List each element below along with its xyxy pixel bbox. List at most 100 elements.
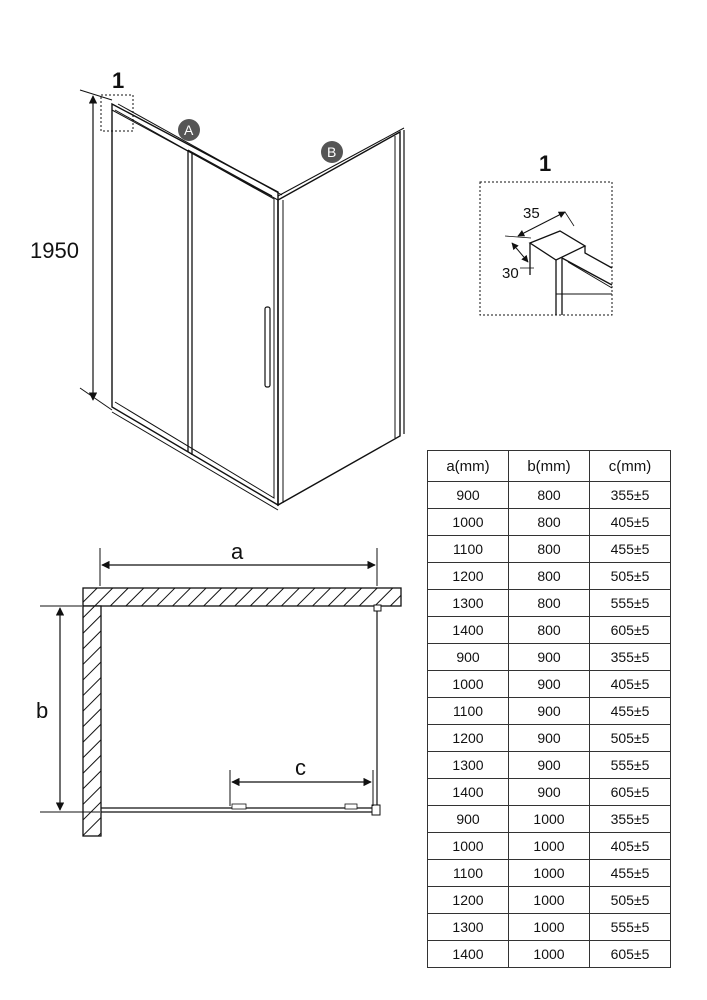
table-cell: 605±5	[589, 940, 671, 968]
table-cell: 455±5	[589, 535, 671, 563]
door-handle-icon	[264, 306, 271, 388]
table-cell: 1000	[427, 508, 509, 536]
table-cell: 900	[427, 805, 509, 833]
table-cell: 1400	[427, 940, 509, 968]
table-cell: 800	[508, 535, 590, 563]
table-cell: 355±5	[589, 643, 671, 671]
panel-b-circle-icon	[321, 141, 343, 163]
table-cell: 355±5	[589, 805, 671, 833]
table-cell: 355±5	[589, 481, 671, 509]
table-cell: 1100	[427, 535, 509, 563]
table-cell: 800	[508, 508, 590, 536]
perspective-view	[79, 89, 405, 511]
table-cell: 900	[508, 643, 590, 671]
table-cell: 1000	[427, 832, 509, 860]
table-cell: 1000	[508, 859, 590, 887]
table-cell: 800	[508, 589, 590, 617]
table-cell: 505±5	[589, 886, 671, 914]
panel-a-circle-icon	[178, 119, 200, 141]
detail-marker-box	[100, 94, 134, 132]
table-cell: 605±5	[589, 778, 671, 806]
height-dimension-label: 1950	[30, 238, 79, 263]
table-cell: 1000	[508, 832, 590, 860]
dimension-b-label: b	[36, 698, 48, 723]
dimension-a-label: a	[231, 539, 244, 564]
table-cell: 555±5	[589, 913, 671, 941]
table-cell: 405±5	[589, 832, 671, 860]
table-cell: 900	[508, 724, 590, 752]
table-cell: 900	[427, 481, 509, 509]
detail-width-label: 35	[523, 205, 540, 222]
detail-view	[479, 181, 613, 316]
panel-b-tag: B	[327, 144, 336, 160]
detail-depth-label: 30	[502, 265, 519, 282]
back-wall	[82, 587, 402, 607]
column-header-c: c(mm)	[589, 450, 671, 482]
table-cell: 605±5	[589, 616, 671, 644]
detail-number: 1	[539, 151, 551, 176]
table-cell: 1300	[427, 589, 509, 617]
table-cell: 900	[427, 643, 509, 671]
height-dimension	[79, 89, 113, 411]
table-cell: 505±5	[589, 562, 671, 590]
table-cell: 1300	[427, 913, 509, 941]
table-header-row: a(mm) b(mm) c(mm)	[427, 450, 671, 482]
table-cell: 1200	[427, 562, 509, 590]
table-cell: 1000	[508, 913, 590, 941]
table-cell: 900	[508, 697, 590, 725]
table-cell: 1100	[427, 697, 509, 725]
table-cell: 1000	[427, 670, 509, 698]
table-cell: 900	[508, 751, 590, 779]
table-cell: 800	[508, 481, 590, 509]
column-header-b: b(mm)	[508, 450, 590, 482]
plan-view	[40, 548, 402, 837]
side-wall	[82, 605, 102, 837]
table-cell: 1100	[427, 859, 509, 887]
side-panel	[277, 127, 405, 507]
front-panel	[111, 102, 283, 511]
dimension-c-label: c	[295, 755, 306, 780]
table-cell: 800	[508, 562, 590, 590]
table-cell: 1200	[427, 724, 509, 752]
table-cell: 800	[508, 616, 590, 644]
table-cell: 405±5	[589, 508, 671, 536]
detail-frame	[479, 181, 613, 316]
table-cell: 405±5	[589, 670, 671, 698]
table-cell: 1000	[508, 886, 590, 914]
table-cell: 900	[508, 778, 590, 806]
table-cell: 900	[508, 670, 590, 698]
table-cell: 1300	[427, 751, 509, 779]
table-cell: 1000	[508, 940, 590, 968]
table-cell: 555±5	[589, 751, 671, 779]
panel-a-tag: A	[184, 122, 194, 138]
table-cell: 555±5	[589, 589, 671, 617]
table-cell: 455±5	[589, 859, 671, 887]
column-header-a: a(mm)	[427, 450, 509, 482]
table-cell: 455±5	[589, 697, 671, 725]
table-cell: 1400	[427, 616, 509, 644]
table-cell: 1000	[508, 805, 590, 833]
detail-marker-label: 1	[112, 68, 124, 93]
table-cell: 1400	[427, 778, 509, 806]
